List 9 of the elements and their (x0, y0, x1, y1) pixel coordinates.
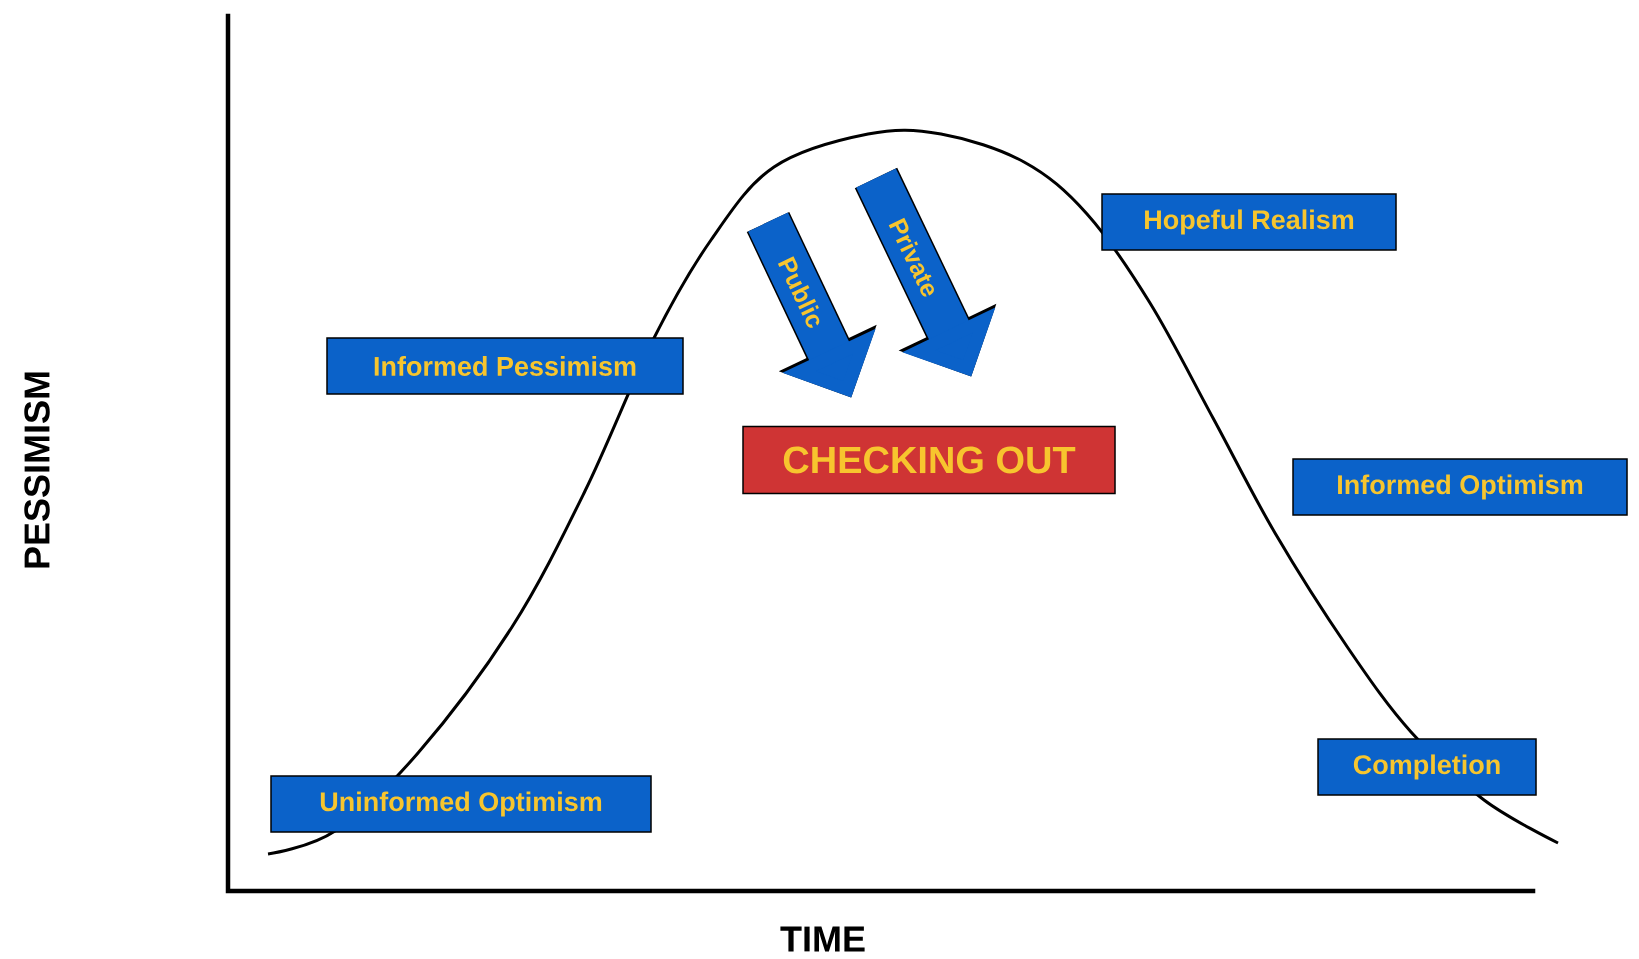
axis-label: TIME (780, 926, 865, 952)
stage-box: Informed Pessimism (326, 337, 684, 395)
stage-box: Hopeful Realism (1101, 193, 1397, 251)
stage-box: Uninformed Optimism (270, 775, 652, 833)
edge-label: Public (777, 256, 820, 328)
stage-box: Completion (1317, 738, 1537, 796)
stage-box: Informed Optimism (1292, 458, 1628, 516)
stage-box: CHECKING OUT (742, 425, 1116, 495)
axis-label: PESSIMISM (24, 372, 50, 568)
